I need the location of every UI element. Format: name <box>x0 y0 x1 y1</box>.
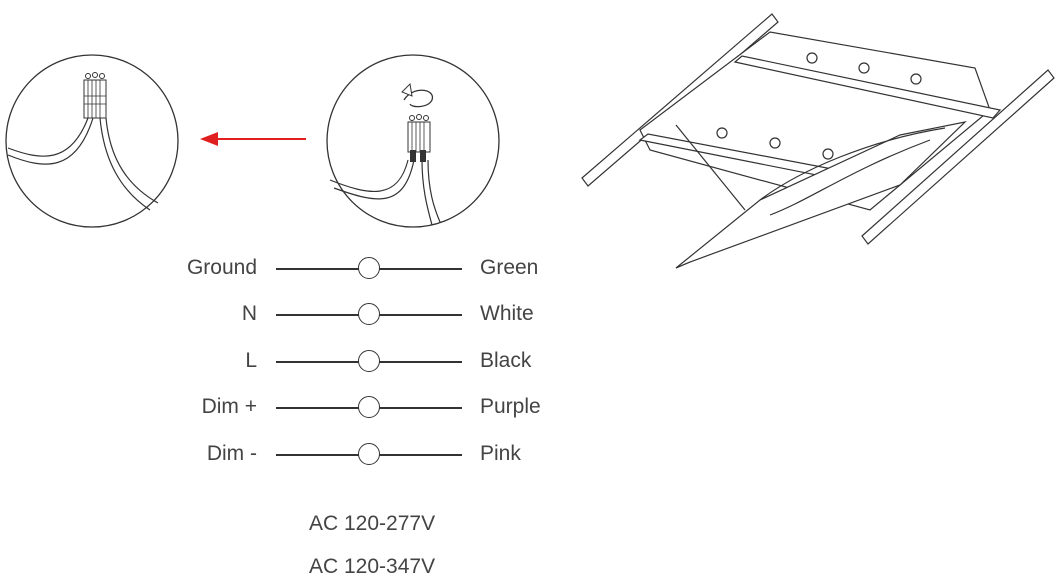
wire-color-label: White <box>480 302 534 325</box>
terminal-label: L <box>245 349 257 372</box>
wiring-row: Ground Green <box>0 253 600 283</box>
wiring-row: Dim + Purple <box>0 392 600 422</box>
connection-node <box>358 257 380 279</box>
connection-node <box>358 396 380 418</box>
twist-connector-illustration <box>326 54 500 228</box>
wiring-row: L Black <box>0 346 600 376</box>
terminal-label: N <box>241 302 257 325</box>
wiring-row: N White <box>0 299 600 329</box>
troffer-installation-illustration <box>581 13 1055 269</box>
terminal-label: Ground <box>186 256 257 279</box>
connected-wires-illustration <box>5 54 179 228</box>
connection-node <box>358 303 380 325</box>
connection-node <box>358 443 380 465</box>
direction-arrow-icon <box>200 132 306 146</box>
voltage-label: AC 120-347V <box>309 555 436 578</box>
voltage-label: AC 120-277V <box>309 512 436 535</box>
wire-color-label: Pink <box>480 442 521 465</box>
connection-node <box>358 350 380 372</box>
wiring-row: Dim - Pink <box>0 439 600 469</box>
terminal-label: Dim + <box>201 395 257 418</box>
wire-color-label: Green <box>480 256 539 279</box>
wire-color-label: Black <box>480 349 532 372</box>
terminal-label: Dim - <box>206 442 257 465</box>
wire-color-label: Purple <box>480 395 541 418</box>
